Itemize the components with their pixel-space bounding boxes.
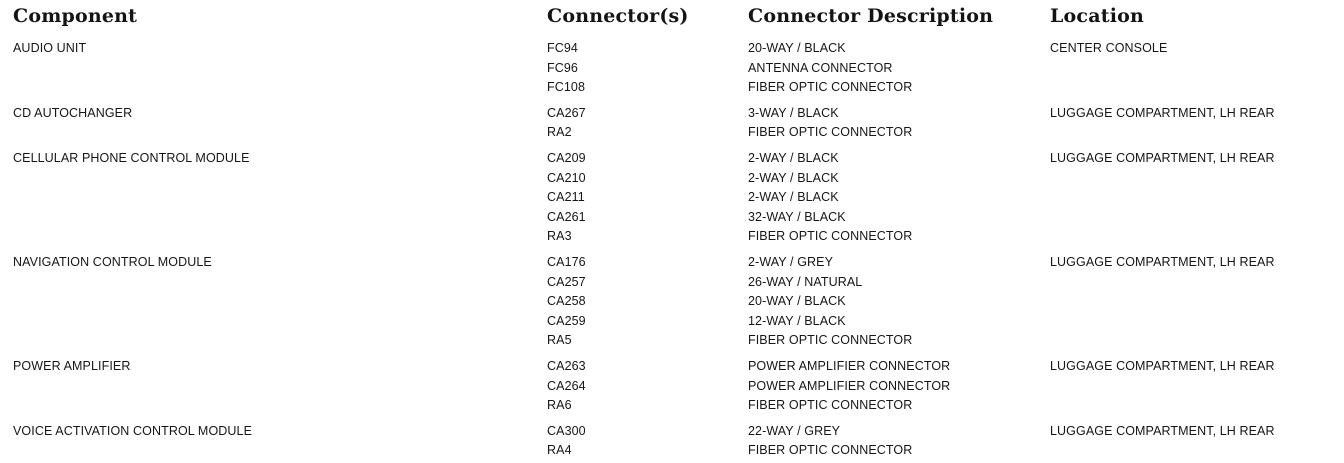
table-row: CELLULAR PHONE CONTROL MODULE LUGGAGE COM…: [0, 151, 1344, 249]
component-location: LUGGAGE COMPARTMENT, LH REAR: [1050, 254, 1275, 269]
connector-description: 20-WAY / BLACK: [748, 294, 846, 309]
header-location: Location: [1050, 5, 1144, 27]
connector-id: FC108: [547, 80, 586, 95]
table-row: AUDIO UNIT CENTER CONSOLE FC94 20-WAY / BLA…: [0, 41, 1344, 100]
connector-description: FIBER OPTIC CONNECTOR: [748, 398, 913, 413]
connector-id: RA2: [547, 125, 572, 140]
connector-line: CA211 2-WAY / BLACK: [0, 190, 1344, 210]
connector-line: FC108 FIBER OPTIC CONNECTOR: [0, 80, 1344, 100]
connector-description: 3-WAY / BLACK: [748, 105, 839, 120]
table-row: VOICE ACTIVATION CONTROL MODULE LUGGAGE C…: [0, 424, 1344, 463]
table-row: POWER AMPLIFIER LUGGAGE COMPARTMENT, LH R…: [0, 359, 1344, 418]
component-location: LUGGAGE COMPARTMENT, LH REAR: [1050, 358, 1275, 373]
connector-id: RA5: [547, 333, 572, 348]
connector-id: CA176: [547, 254, 586, 269]
header-description: Connector Description: [748, 5, 994, 27]
connector-description: 22-WAY / GREY: [748, 423, 841, 438]
connector-id: CA209: [547, 150, 586, 165]
connector-line: CA210 2-WAY / BLACK: [0, 171, 1344, 191]
connector-description: 32-WAY / BLACK: [748, 209, 846, 224]
connector-description: FIBER OPTIC CONNECTOR: [748, 125, 913, 140]
connector-line: CA264 POWER AMPLIFIER CONNECTOR: [0, 379, 1344, 399]
component-name: AUDIO UNIT: [13, 41, 87, 55]
connector-id: CA257: [547, 274, 586, 289]
connector-description: 2-WAY / BLACK: [748, 190, 839, 205]
connector-id: CA300: [547, 423, 586, 438]
header-component: Component: [13, 5, 138, 27]
connector-id: CA264: [547, 378, 586, 393]
connector-id: FC94: [547, 41, 578, 55]
component-name: CELLULAR PHONE CONTROL MODULE: [13, 150, 250, 165]
connector-description: ANTENNA CONNECTOR: [748, 60, 893, 75]
connector-id: CA261: [547, 209, 586, 224]
component-location: LUGGAGE COMPARTMENT, LH REAR: [1050, 150, 1275, 165]
connector-line: CA259 12-WAY / BLACK: [0, 314, 1344, 334]
table-row: CD AUTOCHANGER LUGGAGE COMPARTMENT, LH RE…: [0, 106, 1344, 145]
connector-id: RA6: [547, 398, 572, 413]
component-name: POWER AMPLIFIER: [13, 358, 131, 373]
component-location: CENTER CONSOLE: [1050, 41, 1168, 55]
connector-id: CA210: [547, 170, 586, 185]
connector-description: 2-WAY / BLACK: [748, 170, 839, 185]
connector-line: AUDIO UNIT CENTER CONSOLE FC94 20-WAY / BLA…: [0, 41, 1344, 61]
connector-id: RA3: [547, 229, 572, 244]
connector-line: CA261 32-WAY / BLACK: [0, 210, 1344, 230]
connector-description: 26-WAY / NATURAL: [748, 274, 863, 289]
connector-id: CA267: [547, 105, 586, 120]
table-header: Component Connector(s) Connector Descrip…: [0, 0, 1344, 40]
connector-line: CA258 20-WAY / BLACK: [0, 294, 1344, 314]
table-body: AUDIO UNIT CENTER CONSOLE FC94 20-WAY / BLA…: [0, 41, 1344, 463]
connector-description: FIBER OPTIC CONNECTOR: [748, 443, 913, 458]
connector-id: CA259: [547, 313, 586, 328]
table-row: NAVIGATION CONTROL MODULE LUGGAGE COMPART…: [0, 255, 1344, 353]
connector-id: FC96: [547, 60, 578, 75]
connector-description: FIBER OPTIC CONNECTOR: [748, 80, 913, 95]
connector-line: RA4 FIBER OPTIC CONNECTOR: [0, 443, 1344, 463]
connector-line: CD AUTOCHANGER LUGGAGE COMPARTMENT, LH RE…: [0, 106, 1344, 126]
component-location: LUGGAGE COMPARTMENT, LH REAR: [1050, 423, 1275, 438]
connector-description: 20-WAY / BLACK: [748, 41, 846, 55]
connector-description: FIBER OPTIC CONNECTOR: [748, 333, 913, 348]
connector-line: CELLULAR PHONE CONTROL MODULE LUGGAGE COM…: [0, 151, 1344, 171]
connector-description: POWER AMPLIFIER CONNECTOR: [748, 378, 951, 393]
connector-line: POWER AMPLIFIER LUGGAGE COMPARTMENT, LH R…: [0, 359, 1344, 379]
connector-description: 12-WAY / BLACK: [748, 313, 846, 328]
connector-id: CA263: [547, 358, 586, 373]
connector-id: CA211: [547, 190, 585, 205]
connector-description: FIBER OPTIC CONNECTOR: [748, 229, 913, 244]
component-name: NAVIGATION CONTROL MODULE: [13, 254, 212, 269]
component-name: CD AUTOCHANGER: [13, 105, 133, 120]
connector-line: RA2 FIBER OPTIC CONNECTOR: [0, 125, 1344, 145]
connector-line: RA3 FIBER OPTIC CONNECTOR: [0, 229, 1344, 249]
header-connectors: Connector(s): [547, 5, 689, 27]
connector-id: RA4: [547, 443, 572, 458]
connector-line: CA257 26-WAY / NATURAL: [0, 275, 1344, 295]
connector-description: 2-WAY / GREY: [748, 254, 834, 269]
component-location: LUGGAGE COMPARTMENT, LH REAR: [1050, 105, 1275, 120]
connector-description: POWER AMPLIFIER CONNECTOR: [748, 358, 951, 373]
connector-line: VOICE ACTIVATION CONTROL MODULE LUGGAGE C…: [0, 424, 1344, 444]
connector-line: NAVIGATION CONTROL MODULE LUGGAGE COMPART…: [0, 255, 1344, 275]
connector-description: 2-WAY / BLACK: [748, 150, 839, 165]
connector-line: RA6 FIBER OPTIC CONNECTOR: [0, 398, 1344, 418]
connector-id: CA258: [547, 294, 586, 309]
connector-line: FC96 ANTENNA CONNECTOR: [0, 61, 1344, 81]
connector-line: RA5 FIBER OPTIC CONNECTOR: [0, 333, 1344, 353]
component-name: VOICE ACTIVATION CONTROL MODULE: [13, 423, 253, 438]
